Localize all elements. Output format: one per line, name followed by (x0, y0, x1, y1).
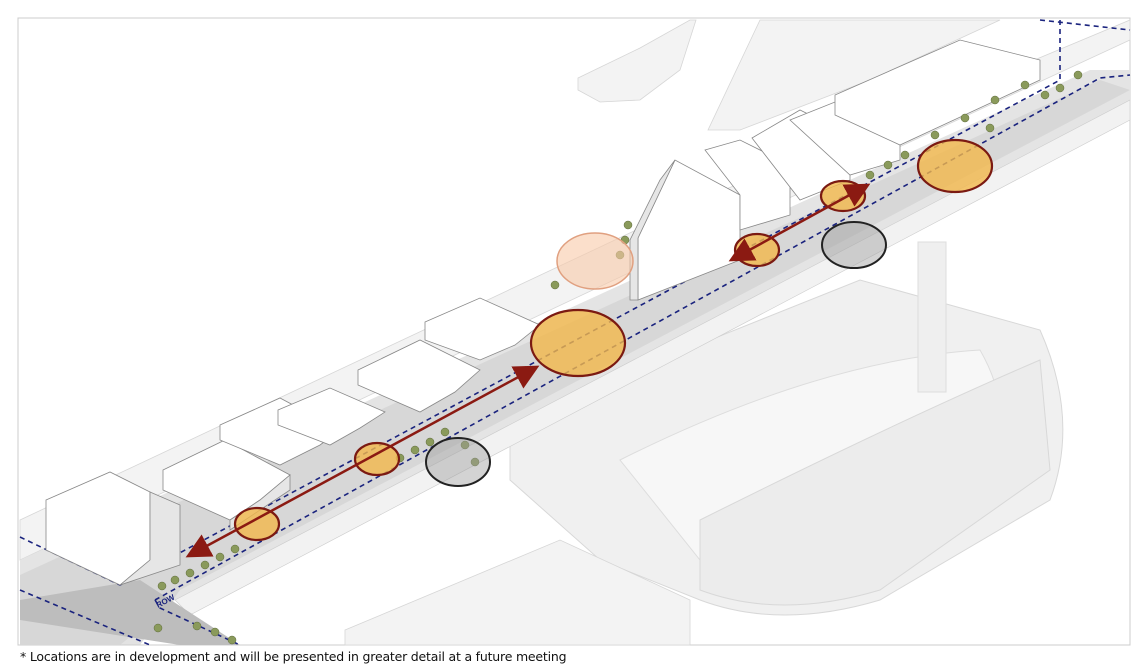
existing-location-marker (425, 437, 491, 487)
proposed-location-marker (529, 308, 627, 378)
stadium (509, 241, 1064, 616)
footnote: * Locations are in development and will … (20, 649, 567, 664)
planned-location-pale (556, 232, 634, 290)
proposed-location-marker (916, 138, 994, 194)
corridor-arrow (728, 183, 871, 262)
proposed-location-marker (233, 506, 281, 542)
proposed-location-marker (353, 441, 401, 477)
corridor-arrows (185, 183, 871, 558)
existing-location-marker (821, 221, 887, 269)
corridor-arrow (185, 365, 540, 558)
